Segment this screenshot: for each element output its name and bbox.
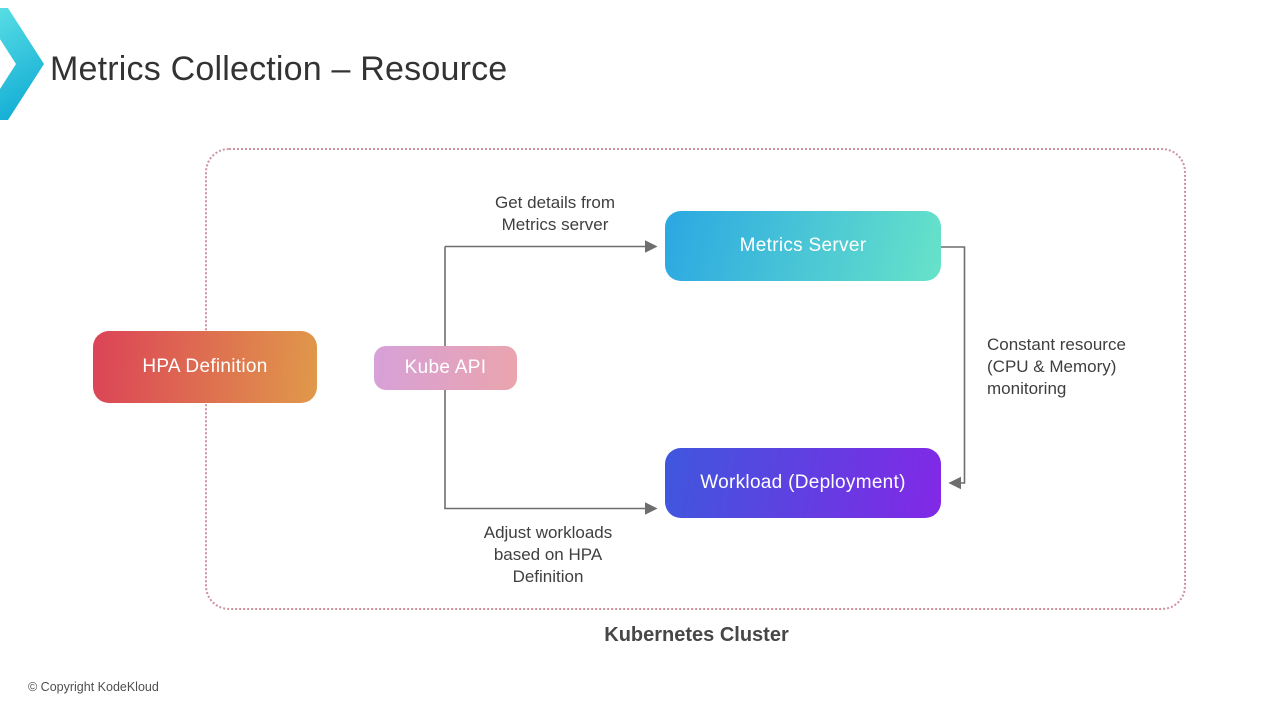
annotation-line: Get details from [495, 193, 615, 212]
annotation-line: (CPU & Memory) [987, 357, 1117, 376]
page-title: Metrics Collection – Resource [50, 50, 508, 88]
annotation-line: Adjust workloads [483, 523, 613, 542]
hpa-definition-node: HPA Definition [93, 331, 317, 403]
cluster-label: Kubernetes Cluster [604, 624, 789, 646]
annotation-line: monitoring [987, 379, 1067, 398]
connector-kubeapi-to-workload [444, 246, 658, 515]
annotation-get-details: Get details from Metrics server [455, 192, 655, 236]
annotation-constant-monitoring: Constant resource (CPU & Memory) monitor… [987, 334, 1167, 400]
workload-deployment-node: Workload (Deployment) [665, 448, 941, 518]
annotation-line: Constant resource [987, 335, 1126, 354]
copyright-text: © Copyright KodeKloud [28, 680, 159, 694]
kube-api-node: Kube API [374, 346, 517, 390]
kodekloud-chevron-icon [0, 8, 44, 120]
annotation-line: Definition [512, 567, 584, 586]
annotation-line: Metrics server [501, 215, 609, 234]
annotation-line: based on HPA [493, 545, 603, 564]
connector-metrics-to-workload-loop [941, 246, 966, 490]
annotation-adjust-workloads: Adjust workloads based on HPA Definition [448, 522, 648, 588]
metrics-server-node: Metrics Server [665, 211, 941, 281]
